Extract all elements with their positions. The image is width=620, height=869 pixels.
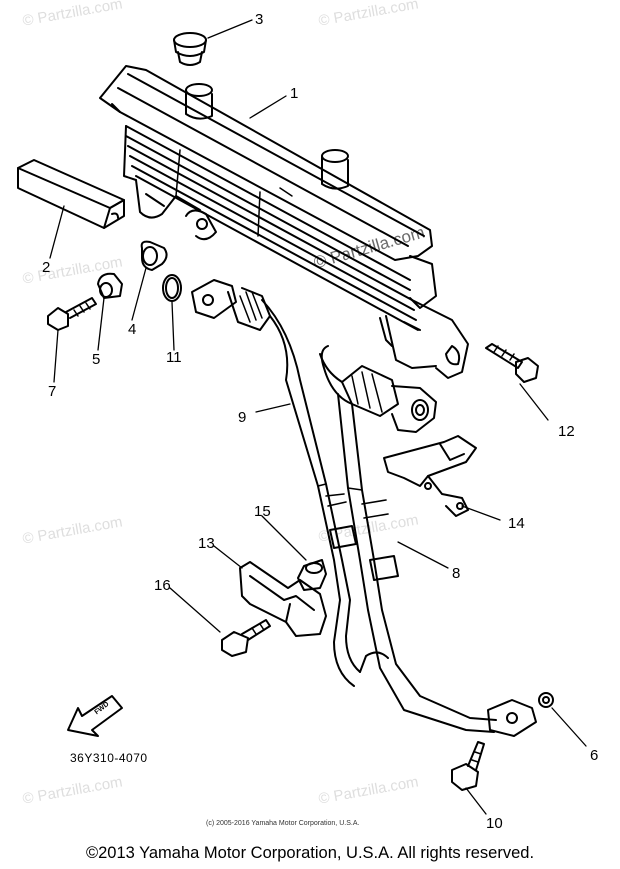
callout-8: 8 [452,565,461,582]
leader-lines [49,19,587,815]
callout-4: 4 [128,321,137,338]
oil-hose-part-9 [191,279,389,687]
bolt-part-10 [451,741,485,791]
callout-6: 6 [590,747,599,764]
callout-5: 5 [92,351,101,368]
bolt-part-7 [47,297,97,331]
callout-3: 3 [255,11,264,28]
callout-14: 14 [508,515,525,532]
callout-1: 1 [290,85,299,102]
callout-11: 11 [166,349,182,366]
callout-10: 10 [486,815,503,832]
collar-part-15 [297,559,327,591]
callout-15: 15 [254,503,271,520]
bracket-part-14 [383,435,477,517]
collar-part [97,272,123,299]
callout-12: 12 [558,423,575,440]
washer-part-6 [538,692,554,708]
forward-arrow-icon [67,695,123,737]
clamp-part-13 [239,561,327,637]
callout-9: 9 [238,409,247,426]
bolt-part-12 [485,343,539,383]
damper-part [140,240,168,271]
footer-copyright: ©2013 Yamaha Motor Corporation, U.S.A. A… [85,844,535,862]
grommet-part [173,32,207,66]
oil-cooler-part [99,65,469,379]
bolt-part-16 [221,619,271,657]
o-ring-part [162,274,182,302]
small-copyright: (c) 2005-2016 Yamaha Motor Corporation, … [206,820,360,827]
callout-16: 16 [154,577,171,594]
callout-2: 2 [42,259,51,276]
callout-7: 7 [48,383,57,400]
diagram-code: 36Y310-4070 [70,751,148,765]
callout-13: 13 [198,535,215,552]
rubber-strip-part [17,159,125,229]
oil-hose-part-8 [319,345,537,737]
